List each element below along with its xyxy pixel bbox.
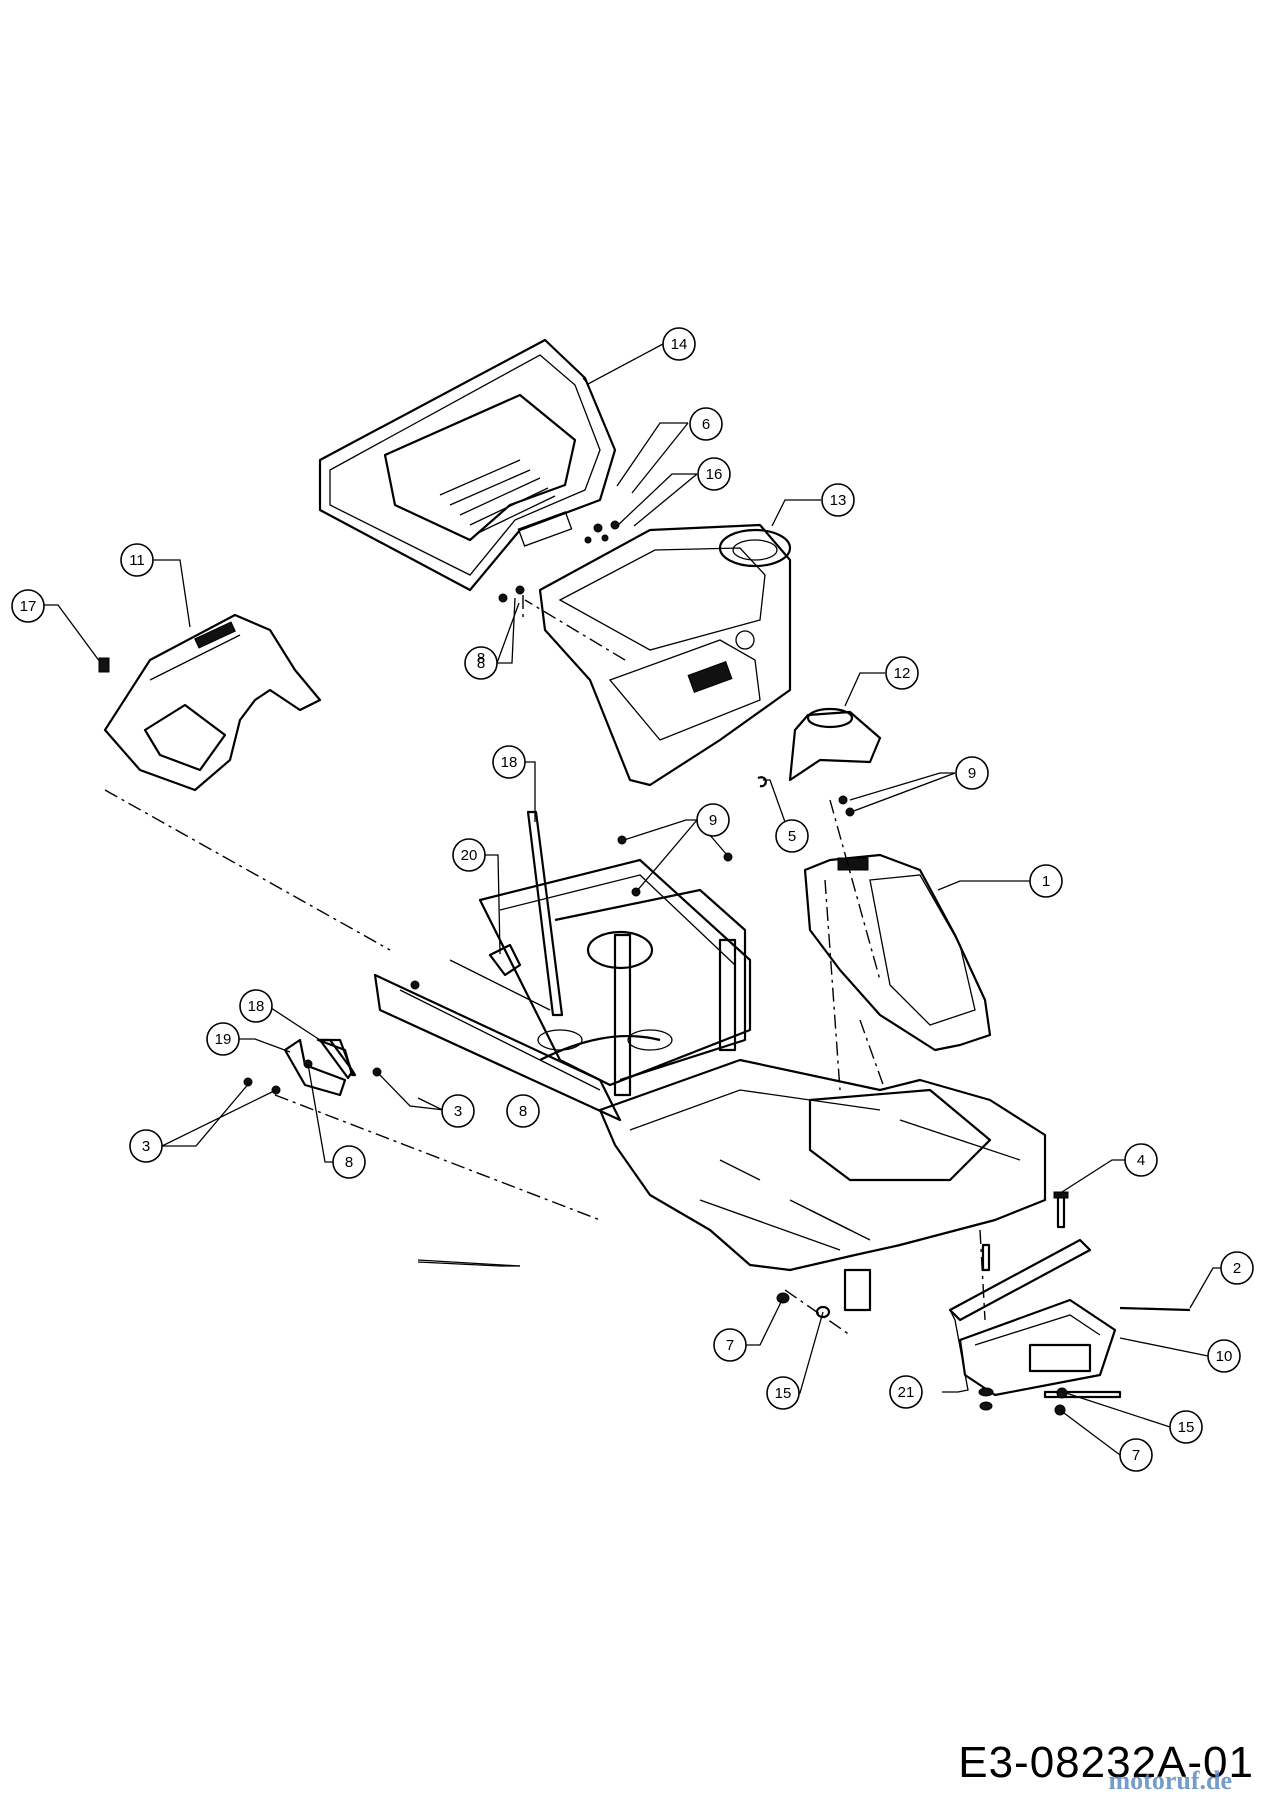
callout-15-left[interactable]: 15 [766,1376,800,1410]
callout-7-right[interactable]: 7 [1119,1438,1153,1472]
part-11-fender-cover [103,613,322,792]
svg-text:14: 14 [671,336,688,353]
part-12-column-cap [788,707,882,782]
callout-5[interactable]: 5 [775,819,809,853]
svg-text:15: 15 [1178,1419,1195,1436]
part-10-front-weight [958,1298,1117,1397]
callout-8-bottom[interactable]: 8 [332,1145,366,1179]
svg-text:1: 1 [1042,873,1050,890]
callout-11[interactable]: 11 [120,543,154,577]
watermark-logo: motoruf.de [1108,1766,1232,1795]
callout-18-lower[interactable]: 18 [239,989,273,1023]
svg-text:8: 8 [477,650,485,667]
svg-text:8: 8 [519,1103,527,1120]
svg-text:16: 16 [706,466,723,483]
svg-text:12: 12 [894,665,911,682]
callout-3-left[interactable]: 3 [129,1129,163,1163]
callout-21[interactable]: 21 [889,1375,923,1409]
callout-4[interactable]: 4 [1124,1143,1158,1177]
svg-text:8: 8 [345,1154,353,1171]
footboard-body [598,1058,1047,1312]
svg-text:11: 11 [129,552,145,569]
svg-text:5: 5 [788,828,796,845]
svg-text:9: 9 [709,812,717,829]
callout-6[interactable]: 6 [689,407,723,441]
callout-14[interactable]: 14 [662,327,696,361]
svg-text:2: 2 [1233,1260,1241,1277]
part-20-pivot [488,943,522,977]
callout-20[interactable]: 20 [452,838,486,872]
svg-text:19: 19 [215,1031,232,1048]
callout-15-right[interactable]: 15 [1169,1410,1203,1444]
callout-2[interactable]: 2 [1220,1251,1254,1285]
part-1-column-shroud [803,853,992,1052]
leader-lines [43,343,1233,1456]
callout-7-left[interactable]: 7 [713,1328,747,1362]
svg-text:18: 18 [501,754,518,771]
svg-text:13: 13 [830,492,847,509]
svg-text:17: 17 [20,598,37,615]
fasteners [243,585,1191,1416]
svg-text:7: 7 [726,1337,734,1354]
callout-16[interactable]: 16 [697,457,731,491]
part-18-bracket-lower [316,1038,357,1080]
callout-13[interactable]: 13 [821,483,855,517]
svg-text:10: 10 [1216,1348,1233,1365]
callout-8-top[interactable]: 8 [464,646,498,680]
svg-text:6: 6 [702,416,710,433]
callout-10[interactable]: 10 [1207,1339,1241,1373]
callout-8-mid[interactable]: 8 [506,1094,540,1128]
drawing-number: E3-08232A-01 [958,1738,1254,1787]
callout-9-center[interactable]: 9 [696,803,730,837]
callout-18-upper[interactable]: 18 [492,745,526,779]
callout-1[interactable]: 1 [1029,864,1063,898]
svg-text:3: 3 [454,1103,462,1120]
callout-9-right[interactable]: 9 [955,756,989,790]
svg-text:21: 21 [898,1384,915,1401]
part-13-dashboard [538,523,792,787]
part-18-bracket-upper [526,810,564,1017]
svg-text:4: 4 [1137,1152,1145,1169]
svg-text:9: 9 [968,765,976,782]
callout-8-topright[interactable]: 8 [477,650,485,667]
part-17-screw [98,657,110,673]
callout-3-right[interactable]: 3 [441,1094,475,1128]
chassis-frame [373,858,752,1122]
part-14-hood-panel [318,338,620,592]
part-19-bracket [283,1038,347,1097]
callout-17[interactable]: 17 [11,589,45,623]
assembly-lines [104,595,986,1336]
svg-text:8: 8 [477,655,485,672]
svg-text:18: 18 [248,998,265,1015]
callout-12[interactable]: 12 [885,656,919,690]
svg-text:15: 15 [775,1385,792,1402]
svg-text:20: 20 [461,847,478,864]
callout-19[interactable]: 19 [206,1022,240,1056]
part-21-bracket-plate [948,1238,1092,1322]
svg-text:3: 3 [142,1138,150,1155]
svg-text:7: 7 [1132,1447,1140,1464]
